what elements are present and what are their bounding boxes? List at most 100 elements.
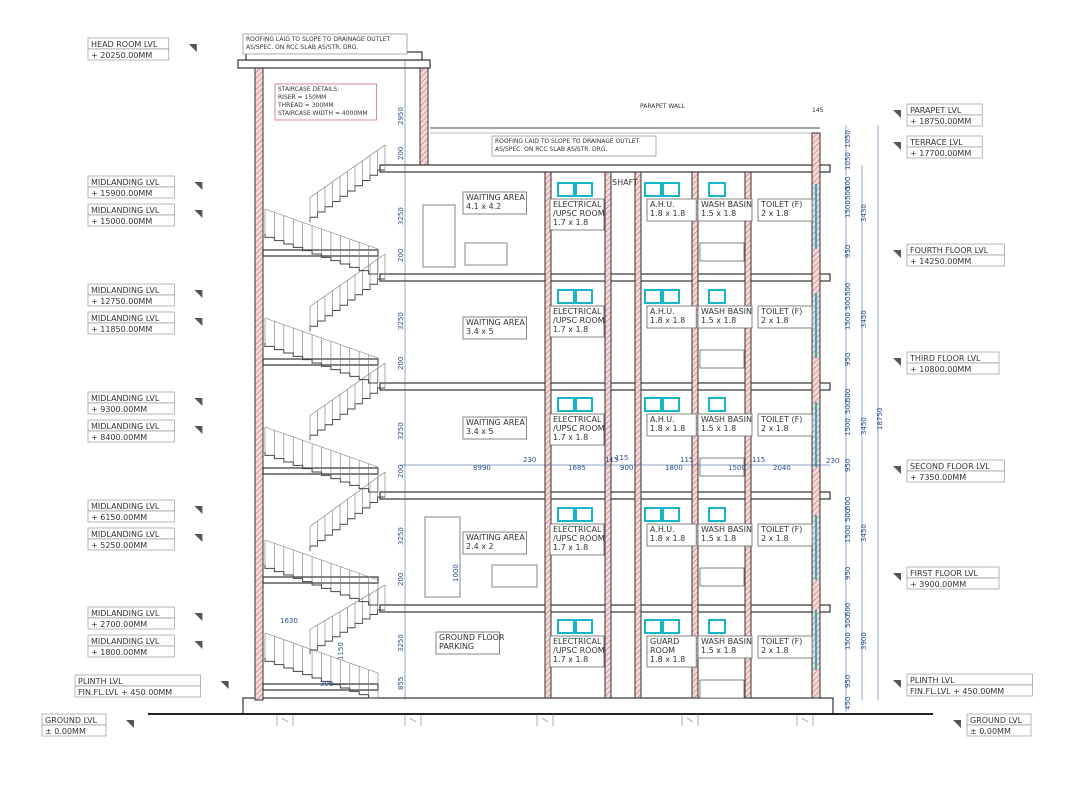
wash-basin-floor2-text: WASH BASIN: [701, 415, 752, 424]
window-wash-ground: [708, 619, 726, 634]
dim-horizontal-9: 115: [752, 456, 765, 464]
window-electrical-floor4: [557, 182, 575, 197]
level-tag-right-4: SECOND FLOOR LVL+ 7350.00MM: [893, 459, 1005, 483]
window-ahu-ground: [644, 619, 662, 634]
dim-horizontal-1: 230: [523, 456, 536, 464]
toilet-floor1-box: [757, 523, 813, 547]
ahu-room-floor4-text: A.H.U.: [650, 200, 675, 209]
dim-overall: 18750: [876, 408, 884, 430]
dim-horizontal-4: 900: [620, 464, 633, 472]
dim-right-total-4: 3900: [860, 632, 868, 650]
dim-right-vertical-3: 500: [844, 187, 852, 200]
dim-left-vertical-2: 3250: [397, 207, 405, 225]
staircase-details-note-line: THREAD = 300MM: [277, 102, 334, 109]
floor-slab-4: [379, 164, 831, 173]
dim-horizontal-10: 2040: [773, 464, 791, 472]
dim-right-vertical-5: 950: [844, 245, 852, 258]
door-floor1: [424, 516, 461, 598]
electrical-room-floor1-text: ELECTRICAL: [553, 525, 602, 534]
tag-value: ± 0.00MM: [970, 727, 1011, 736]
tag-value-box: [87, 402, 175, 415]
tag-title: GROUND LVL: [970, 716, 1023, 725]
dim-left-vertical-4: 3250: [397, 312, 405, 330]
sofa-floor4: [464, 242, 508, 266]
level-marker-icon: [893, 142, 901, 150]
waiting-area-floor2-text: 3.4 x 5: [466, 427, 494, 436]
tag-title: PLINTH LVL: [910, 676, 955, 685]
stair-wall-right-top: [419, 59, 429, 166]
dim-right-vertical-0: 1050: [844, 130, 852, 148]
waiting-area-floor1-text: 2.4 x 2: [466, 542, 494, 551]
window-ahu-floor1-b: [662, 507, 680, 522]
dim-right-vertical-20: 1500: [844, 632, 852, 650]
tag-value: + 7350.00MM: [910, 473, 966, 482]
tag-value-box: [906, 470, 1005, 483]
level-marker-icon: [194, 318, 203, 326]
dim-right-vertical-1: 1050: [844, 152, 852, 170]
dim-right-vertical-9: 950: [844, 353, 852, 366]
tag-value: + 12750.00MM: [91, 297, 152, 306]
electrical-room-floor2-text: 1.7 x 1.8: [553, 433, 588, 442]
waiting-area-floor1-text: WAITING AREA: [466, 533, 525, 542]
dim-right-vertical-4: 1500: [844, 200, 852, 218]
guard-room-text: GUARD: [650, 637, 679, 646]
dim-horizontal-11: 230: [826, 457, 839, 465]
tag-title: MIDLANDING LVL: [91, 530, 160, 539]
dim-right-total-2: 3450: [860, 417, 868, 435]
dim-right-total-3: 3450: [860, 524, 868, 542]
level-tag-left-0: HEAD ROOM LVL+ 20250.00MM: [87, 37, 197, 61]
level-marker-icon: [893, 573, 901, 581]
stair-wall-left: [254, 59, 264, 701]
waiting-area-floor1-box: [462, 531, 527, 555]
ahu-room-floor2-text: 1.8 x 1.8: [650, 424, 685, 433]
level-tag-left-3: MIDLANDING LVL+ 12750.00MM: [87, 283, 203, 307]
waiting-area-floor4-text: WAITING AREA: [466, 193, 525, 202]
waiting-area-floor3-text: WAITING AREA: [466, 318, 525, 327]
window-wash-floor1: [708, 507, 726, 522]
wash-basin-floor4-text: WASH BASIN: [701, 200, 752, 209]
level-marker-icon: [194, 182, 203, 190]
footing-1: [404, 714, 422, 726]
tag-value: + 11850.00MM: [91, 325, 152, 334]
electrical-room-floor4-box: [549, 198, 605, 231]
level-marker-icon: [188, 44, 197, 52]
shaft-label: SHAFT: [612, 178, 638, 187]
guard-room-text: ROOM: [650, 646, 675, 655]
dim-right-total-0: 3430: [860, 204, 868, 222]
dim-right-vertical-17: 950: [844, 567, 852, 580]
window-ahu-floor3: [644, 289, 662, 304]
electrical-room-floor3-text: ELECTRICAL: [553, 307, 602, 316]
toilet-floor3-text: 2 x 1.8: [761, 316, 789, 325]
window-ahu-floor3-b: [662, 289, 680, 304]
stair-landing-3: [262, 358, 379, 366]
tag-value: + 15900.00MM: [91, 189, 152, 198]
guard-room-box: [646, 635, 697, 668]
tag-title: MIDLANDING LVL: [91, 422, 160, 431]
vanity-ground: [699, 679, 745, 699]
tag-title: MIDLANDING LVL: [91, 502, 160, 511]
toilet-ground-text: TOILET (F): [760, 637, 802, 646]
ground-parking-text: PARKING: [439, 642, 474, 651]
wash-basin-floor1-box: [697, 523, 753, 547]
level-marker-icon: [194, 613, 203, 621]
toilet-floor1-text: 2 x 1.8: [761, 534, 789, 543]
wash-basin-floor4-text: 1.5 x 1.8: [701, 209, 736, 218]
dim-right-vertical-13: 950: [844, 459, 852, 472]
internal-wall-1: [604, 171, 612, 699]
level-marker-icon: [194, 534, 203, 542]
level-marker-icon: [194, 290, 203, 298]
footing-2: [536, 714, 554, 726]
electrical-room-ground-text: 1.7 x 1.8: [553, 655, 588, 664]
ground-parking-text: GROUND FLOOR: [439, 633, 505, 642]
dim-right-vertical-19: 500: [844, 615, 852, 628]
dim-right-vertical-14: 500: [844, 497, 852, 510]
tag-title: THIRD FLOOR LVL: [909, 354, 981, 363]
staircase-details-note-line: STAIRCASE WIDTH = 4000MM: [278, 110, 368, 117]
tag-value: + 17700.00MM: [910, 149, 971, 158]
electrical-room-floor4-text: /UPSC ROOM: [553, 209, 605, 218]
stair-landing-2: [262, 467, 379, 475]
wash-basin-ground-text: 1.5 x 1.8: [701, 646, 736, 655]
guard-room-text: 1.8 x 1.8: [650, 655, 685, 664]
footing-3: [681, 714, 699, 726]
